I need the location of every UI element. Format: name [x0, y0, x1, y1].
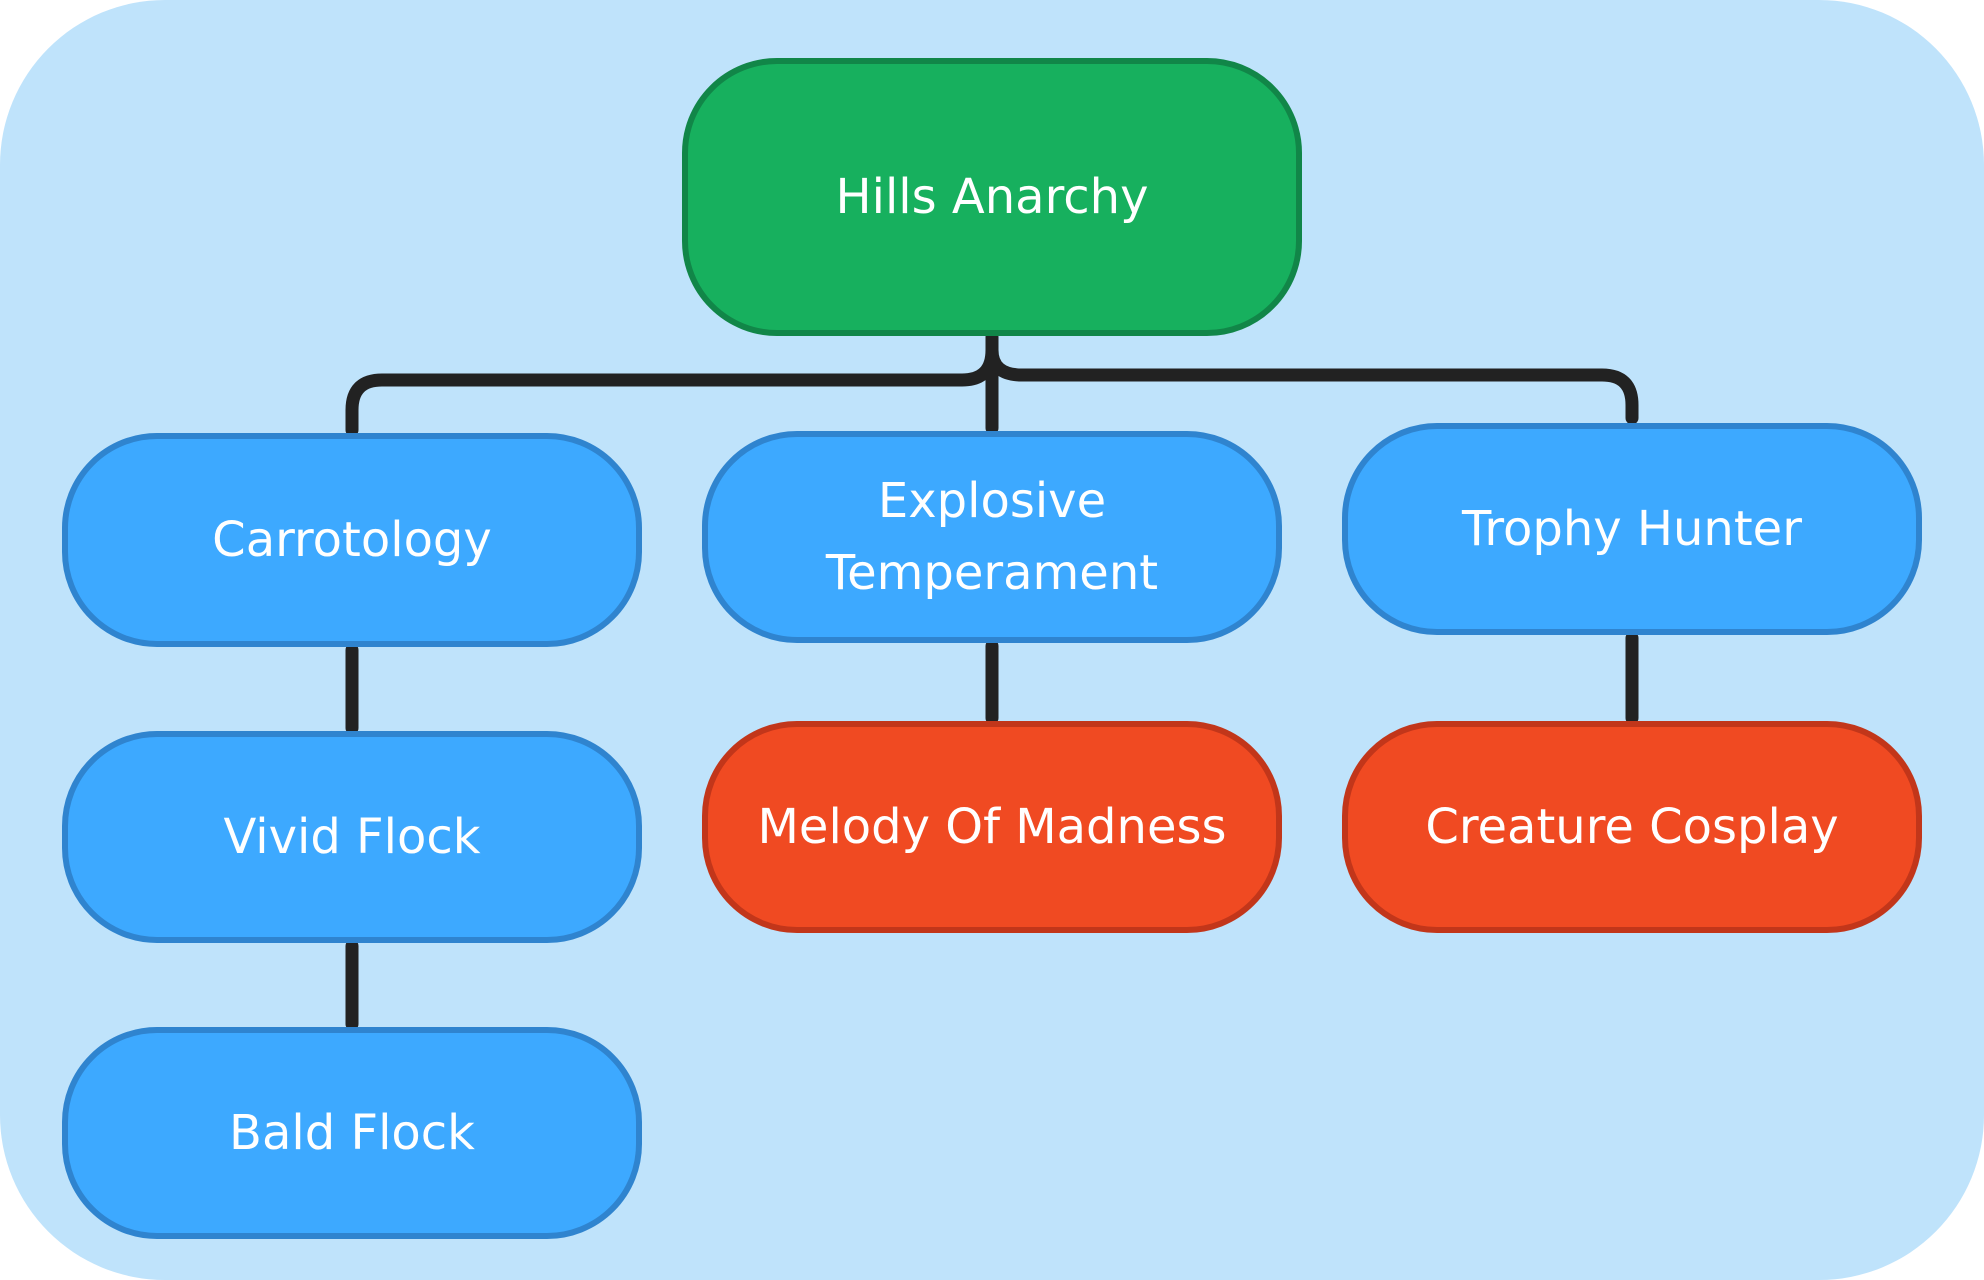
node-vivid-flock-label: Vivid Flock: [223, 809, 481, 865]
node-carrotology-label: Carrotology: [212, 512, 492, 568]
connector-root-trophy-hunter: [985, 331, 1639, 425]
node-bald-flock: Bald Flock: [62, 1027, 642, 1239]
node-creature-cosplay-label: Creature Cosplay: [1425, 799, 1839, 855]
node-bald-flock-label: Bald Flock: [229, 1105, 475, 1161]
root-node-label: Hills Anarchy: [835, 169, 1149, 225]
node-carrotology: Carrotology: [62, 433, 642, 647]
node-melody-of-madness: Melody Of Madness: [702, 721, 1282, 933]
node-explosive-temperament: Explosive Temperament: [702, 431, 1282, 643]
node-explosive-temperament-label: Explosive Temperament: [825, 473, 1159, 601]
node-melody-of-madness-label: Melody Of Madness: [757, 799, 1227, 855]
node-trophy-hunter-label: Trophy Hunter: [1462, 501, 1802, 557]
node-trophy-hunter: Trophy Hunter: [1342, 423, 1922, 635]
node-vivid-flock: Vivid Flock: [62, 731, 642, 943]
connector-root-carrotology: [345, 331, 999, 437]
root-node: Hills Anarchy: [682, 58, 1302, 336]
node-creature-cosplay: Creature Cosplay: [1342, 721, 1922, 933]
